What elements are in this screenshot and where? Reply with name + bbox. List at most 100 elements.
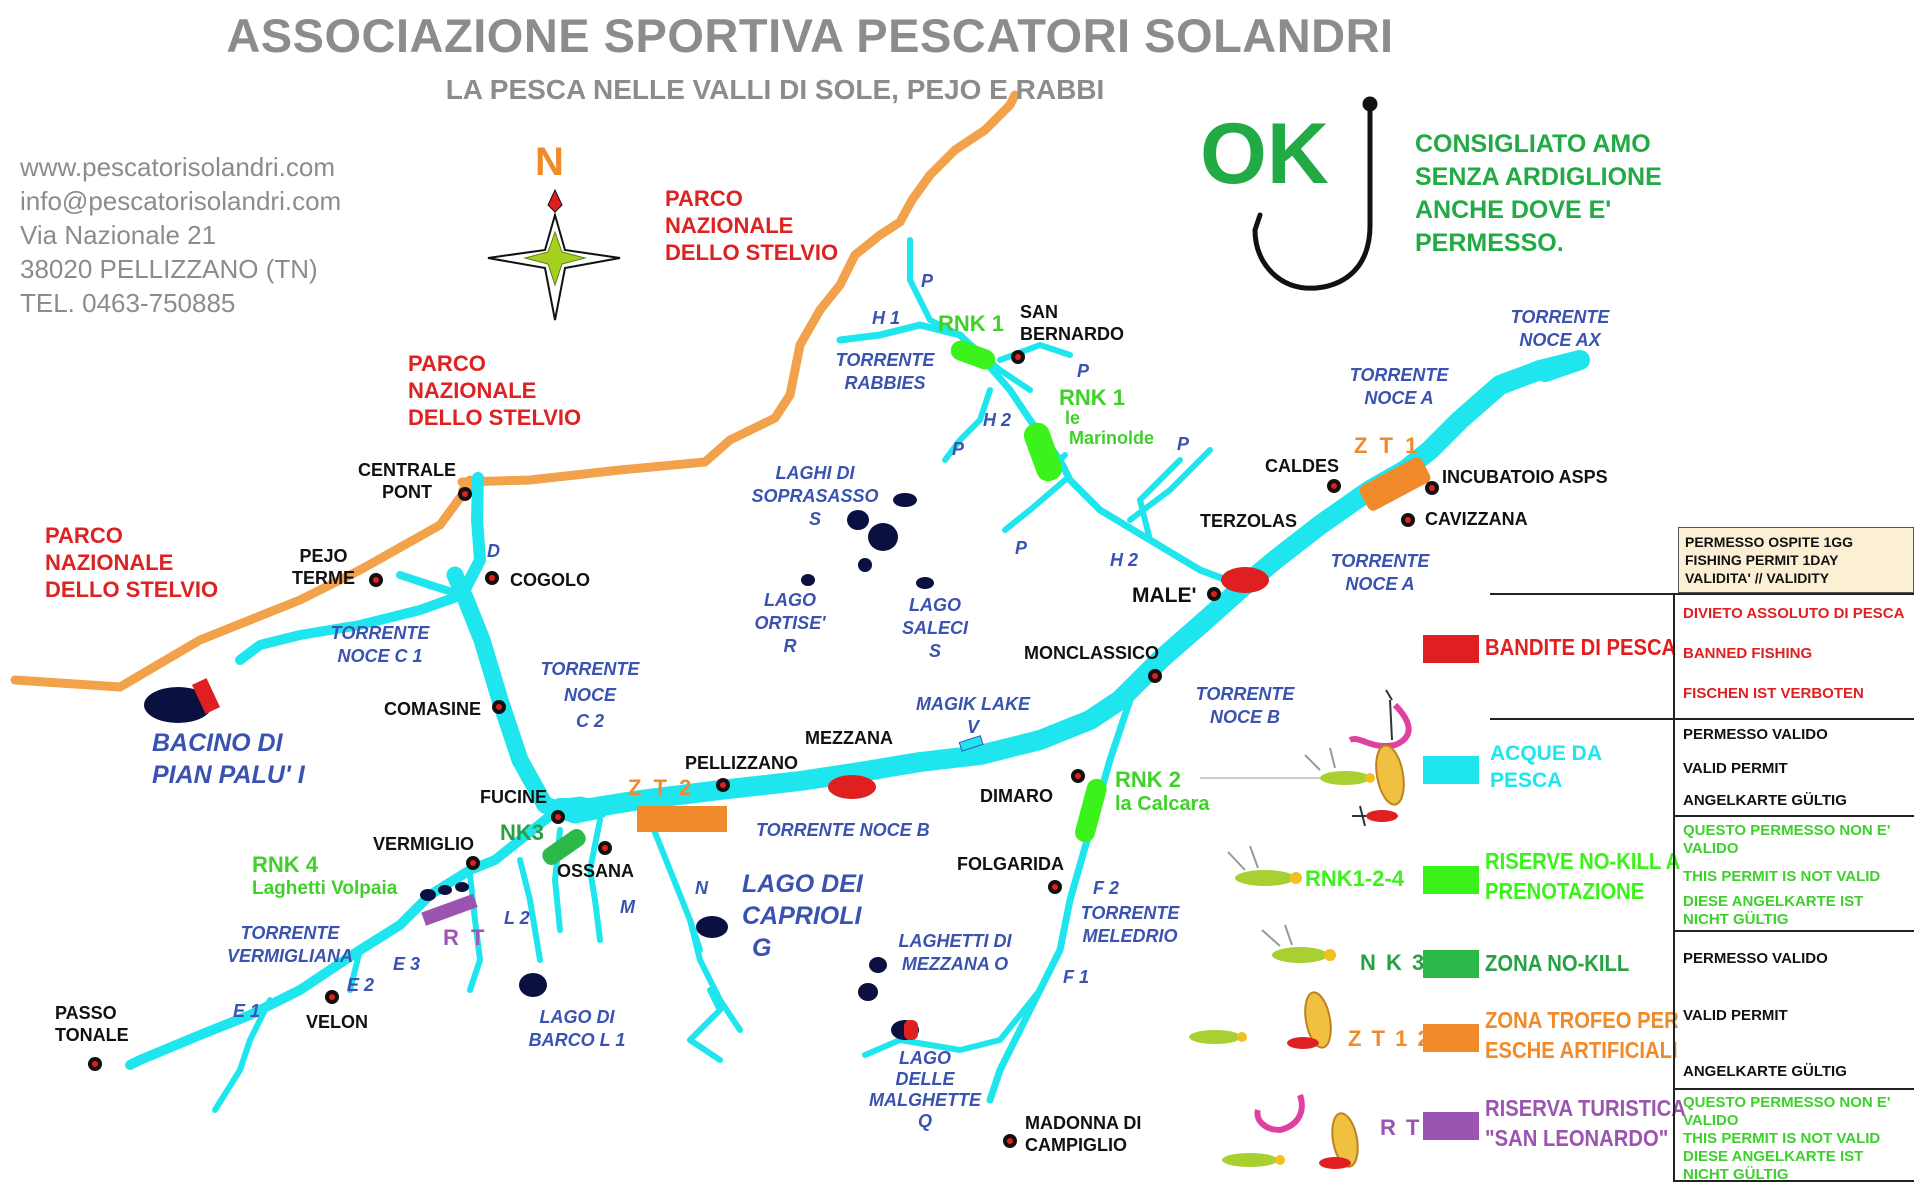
lake-volpaia-2 — [438, 885, 452, 895]
zone-line: Marinolde — [1069, 428, 1155, 448]
town-line: PONT — [381, 482, 432, 502]
water-line: NOCE C 1 — [337, 646, 423, 666]
park-label-mid: PARCO NAZIONALE DELLO STELVIO — [408, 350, 581, 431]
contact-block: www.pescatorisolandri.com info@pescatori… — [20, 150, 341, 320]
town-dot-passo-tonale — [88, 1057, 102, 1071]
park-line: NAZIONALE — [45, 550, 174, 575]
dry-fly-icon-nk3 — [1261, 924, 1336, 963]
permit-line: VALIDO — [1683, 1112, 1739, 1129]
water-line: TORRENTE — [1330, 551, 1430, 571]
town-dot-vermiglio — [466, 856, 480, 870]
spoon-lure-icon — [1352, 744, 1405, 827]
town-incubatoio: INCUBATOIO ASPS — [1442, 467, 1608, 487]
lake-soprasasso-3 — [893, 493, 917, 507]
zone-label-rnk4: RNK 4 Laghetti Volpaia — [252, 853, 397, 901]
legend-swatch-acque — [1423, 756, 1479, 784]
legend-lure-icons — [1189, 689, 1412, 1169]
water-p3: P — [952, 439, 965, 459]
town-dot-madonna — [1003, 1134, 1017, 1148]
park-line: DELLO STELVIO — [45, 577, 219, 602]
town-ossana: OSSANA — [557, 861, 635, 881]
permit-no2-it: QUESTO PERMESSO NON E' VALIDO — [1683, 1094, 1891, 1130]
permit-line: DIESE ANGELKARTE IST — [1683, 1148, 1864, 1165]
water-f1: F 1 — [1063, 967, 1090, 987]
water-line: LAGO — [764, 590, 816, 610]
lake-mezzana-2 — [858, 983, 878, 1001]
permit-column-rule — [1673, 593, 1675, 1180]
contact-website[interactable]: www.pescatorisolandri.com — [20, 152, 336, 182]
water-line: SOPRASASSO — [751, 486, 879, 506]
legend-code-rt: R T — [1380, 1115, 1422, 1140]
legend-code-rnk: RNK1-2-4 — [1305, 866, 1405, 891]
park-line: PARCO — [45, 523, 123, 548]
permit-no2-de: DIESE ANGELKARTE IST NICHT GÜLTIG — [1683, 1148, 1863, 1184]
legend-swatch-bandite — [1423, 635, 1479, 663]
town-line: TONALE — [55, 1025, 129, 1045]
town-velon: VELON — [306, 1012, 369, 1032]
permit-no1-de: DIESE ANGELKARTE IST NICHT GÜLTIG — [1683, 893, 1863, 929]
water-line: R — [783, 636, 797, 656]
park-line: PARCO — [408, 351, 486, 376]
legend-label-riserve: RISERVE NO-KILL A PRENOTAZIONE — [1485, 846, 1680, 906]
permit-line: QUESTO PERMESSO NON E' — [1683, 822, 1891, 839]
water-p1: P — [921, 271, 934, 291]
lake-soprasasso-4 — [858, 558, 872, 572]
water-line: MEZZANA O — [901, 954, 1009, 974]
compass-north-label: N — [535, 140, 564, 184]
town-centrale-pont: CENTRALE PONT — [358, 459, 456, 503]
town-dot-pejo-terme — [369, 573, 383, 587]
water-line: LAGO DI — [539, 1007, 615, 1027]
town-fucine: FUCINE — [480, 787, 547, 807]
town-line: MADONNA DI — [1025, 1113, 1142, 1133]
page-title: ASSOCIAZIONE SPORTIVA PESCATORI SOLANDRI — [226, 9, 1394, 62]
water-line: BARCO L 1 — [528, 1030, 626, 1050]
lake-caprioli — [696, 916, 728, 938]
town-dot-cogolo — [485, 571, 499, 585]
contact-email[interactable]: info@pescatorisolandri.com — [20, 186, 342, 216]
legend-code-nk3: N K 3 — [1360, 950, 1427, 975]
permit-line: DIESE ANGELKARTE IST — [1683, 893, 1864, 910]
permit-divider — [1673, 1088, 1914, 1090]
permit-divider — [1673, 930, 1914, 932]
town-line: PASSO — [55, 1003, 117, 1023]
water-line: BACINO DI — [152, 729, 283, 757]
zone-line: RNK 2 — [1115, 767, 1182, 792]
water-torrente-noce-a-lower: TORRENTE NOCE A — [1325, 550, 1435, 596]
water-line: TORRENTE — [835, 350, 935, 370]
water-line: TORRENTE — [330, 623, 430, 643]
water-torrente-noce-b-upper: TORRENTE NOCE B — [1190, 683, 1300, 729]
water-e3: E 3 — [393, 954, 421, 974]
water-line: S — [808, 509, 821, 529]
water-h2-b: H 2 — [1110, 550, 1139, 570]
legend-label-nokill: ZONA NO-KILL — [1485, 950, 1630, 976]
park-line: NAZIONALE — [665, 213, 794, 238]
ok-label: OK — [1200, 106, 1329, 202]
water-p5: P — [1015, 538, 1028, 558]
park-line: NAZIONALE — [408, 378, 537, 403]
zone-line: la Calcara — [1115, 793, 1210, 815]
water-line: TORRENTE — [240, 923, 340, 943]
water-torrente-vermigliana: TORRENTE VERMIGLIANA — [200, 922, 380, 968]
water-line: CAPRIOLI — [742, 902, 862, 930]
permit-header-line: VALIDITA' // VALIDITY — [1685, 570, 1830, 586]
water-e1: E 1 — [233, 1001, 261, 1021]
town-caldes: CALDES — [1265, 456, 1340, 476]
water-lago-malghette: LAGO DELLE MALGHETTE Q — [860, 1048, 990, 1132]
lake-saleci — [916, 577, 934, 589]
water-d: D — [487, 541, 500, 561]
town-cavizzana: CAVIZZANA — [1425, 509, 1528, 529]
town-dot-velon — [325, 990, 339, 1004]
water-line: TORRENTE — [1195, 684, 1295, 704]
permit-ban-it: DIVIETO ASSOLUTO DI PESCA — [1683, 605, 1905, 622]
dry-fly-icon-zt — [1189, 1030, 1247, 1044]
town-line: PEJO — [299, 546, 348, 566]
legend-code-zt: Z T 1 2 — [1348, 1026, 1432, 1051]
park-line: PARCO — [665, 186, 743, 211]
spinner-lure-icon-rt — [1254, 1094, 1305, 1134]
water-h2-a: H 2 — [983, 410, 1012, 430]
water-f2: F 2 — [1093, 878, 1120, 898]
zone-line: RNK 4 — [252, 852, 319, 877]
water-line: RABBIES — [844, 373, 926, 393]
water-laghi-soprasasso: LAGHI DI SOPRASASSO S — [750, 462, 880, 531]
lake-soprasasso-1 — [847, 510, 869, 530]
